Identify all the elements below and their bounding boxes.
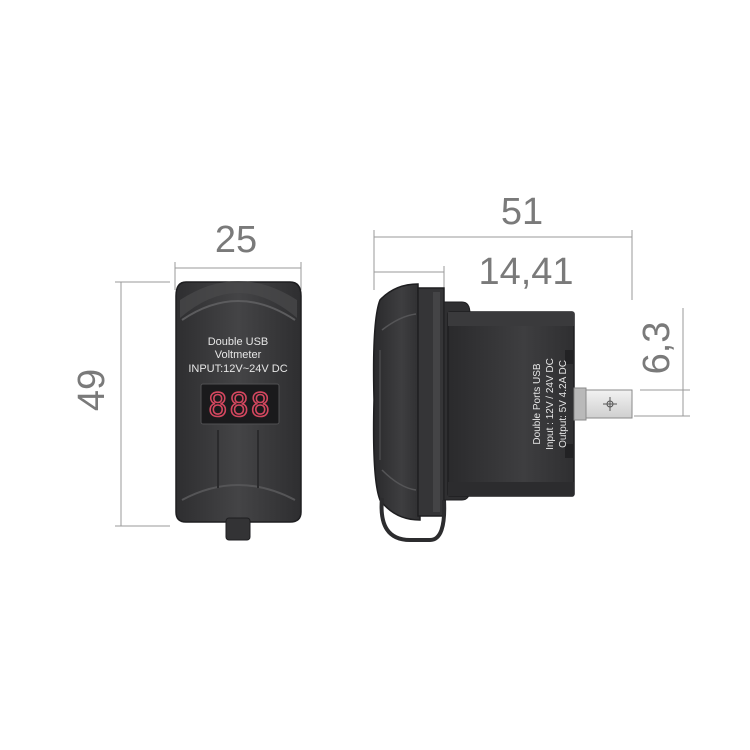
side-length-label: 51 <box>501 191 543 233</box>
side-terminal-base <box>573 387 587 421</box>
terminal-offset-label: 6,3 <box>636 322 678 375</box>
terminal-offset-dimension <box>634 308 690 417</box>
front-view: 25 49 Double USB Voltmeter INPUT:12V~24V… <box>71 219 302 541</box>
side-view: 51 14,41 6,3 Doub <box>372 191 690 542</box>
height-label: 49 <box>71 369 113 411</box>
terminal-crosshair-icon <box>603 397 617 411</box>
bezel-depth-label: 14,41 <box>478 251 573 293</box>
front-width-label: 25 <box>215 219 257 261</box>
front-width-dimension <box>174 262 302 290</box>
voltmeter-display <box>200 383 280 425</box>
side-label-line3: Output: 5V 4.2A DC <box>558 360 569 448</box>
front-label-line2: Voltmeter <box>215 349 262 361</box>
side-label-line1: Double Ports USB <box>532 363 543 444</box>
voltmeter-digits: 888 <box>208 386 272 424</box>
side-rocker-cap <box>372 283 421 521</box>
side-bezel-plate <box>417 287 445 517</box>
front-top-dome <box>180 281 297 318</box>
side-retaining-clip <box>379 497 447 542</box>
front-bottom-contour <box>181 484 296 501</box>
side-length-dimension <box>373 230 633 300</box>
height-dimension <box>115 281 170 527</box>
front-label-line3: INPUT:12V~24V DC <box>188 363 287 375</box>
front-bottom-tab <box>225 517 251 541</box>
front-label-line1: Double USB <box>208 336 269 348</box>
side-label-line2: Input : 12V / 24V DC <box>545 358 556 450</box>
